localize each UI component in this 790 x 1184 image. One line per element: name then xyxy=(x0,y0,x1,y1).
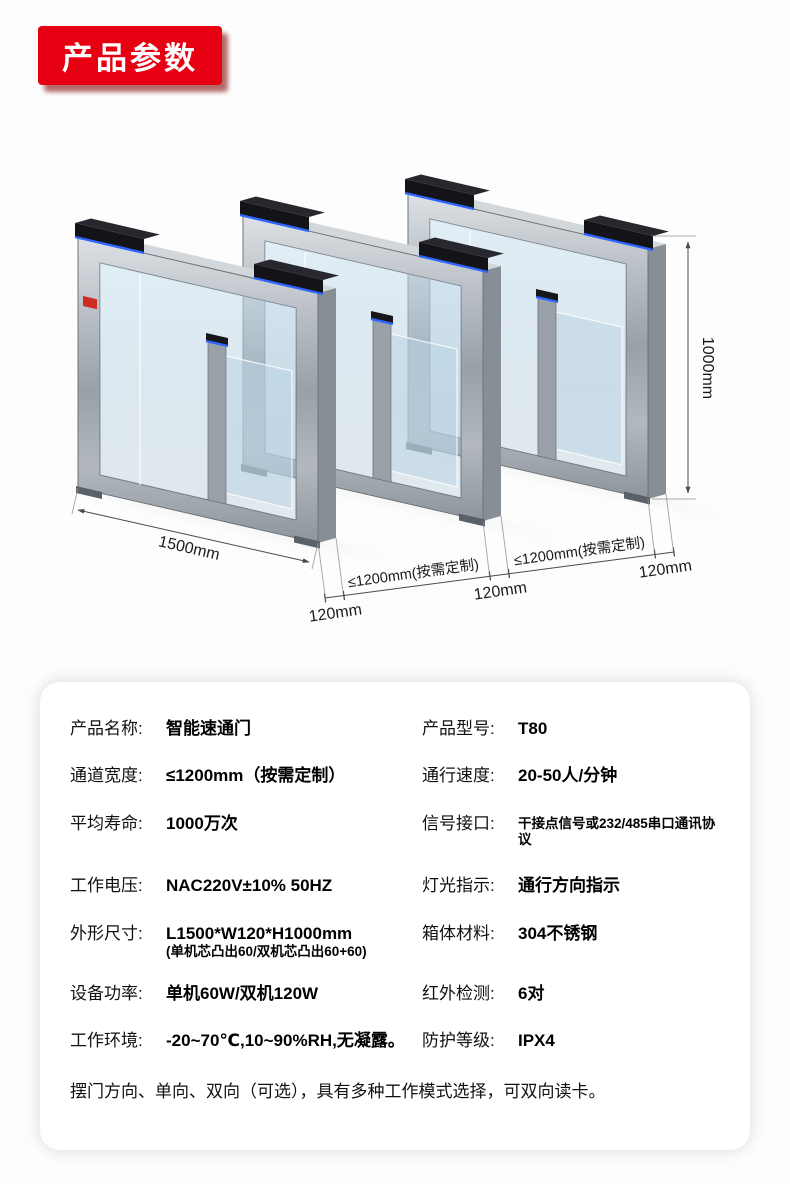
spec-value: 干接点信号或232/485串口通讯协议 xyxy=(518,815,716,848)
cabinet3-dim-label: 120mm xyxy=(638,557,693,581)
lane2-dim-label: ≤1200mm(按需定制) xyxy=(513,534,646,569)
spec-value: 304不锈钢 xyxy=(518,923,598,943)
spec-value: -20~70℃,10~90%RH,无凝露。 xyxy=(166,1030,405,1050)
spec-value: 单机60W/双机120W xyxy=(166,983,319,1003)
spec-value: 1000万次 xyxy=(166,813,238,833)
spec-row: 平均寿命: 1000万次 信号接口: 干接点信号或232/485串口通讯协议 xyxy=(70,813,722,850)
spec-row: 通道宽度: ≤1200mm（按需定制） 通行速度: 20-50人/分钟 xyxy=(70,765,722,786)
spec-label: 产品名称: xyxy=(70,719,143,738)
spec-value: NAC220V±10% 50HZ xyxy=(166,876,333,896)
spec-row: 外形尺寸: L1500*W120*H1000mm(单机芯凸出60/双机芯凸出60… xyxy=(70,923,722,961)
turnstile-3d-figure: 1000mm 1500mm xyxy=(71,173,790,626)
spec-label: 灯光指示: xyxy=(422,876,495,896)
width-dim-label: 1500mm xyxy=(157,533,221,564)
spec-label: 产品型号: xyxy=(422,719,495,738)
spec-row: 设备功率: 单机60W/双机120W 红外检测: 6对 xyxy=(70,983,722,1004)
gate-array xyxy=(73,173,728,562)
spec-label: 信号接口: xyxy=(422,813,495,833)
spec-value: 6对 xyxy=(518,983,545,1003)
height-dim-label: 1000mm xyxy=(699,337,716,399)
spec-row: 工作环境: -20~70℃,10~90%RH,无凝露。 防护等级: IPX4 xyxy=(70,1030,722,1051)
spec-label: 工作环境: xyxy=(70,1030,143,1050)
spec-row: 工作电压: NAC220V±10% 50HZ 灯光指示: 通行方向指示 xyxy=(70,875,722,896)
spec-label: 通道宽度: xyxy=(70,766,143,786)
spec-label: 工作电压: xyxy=(70,876,143,896)
spec-label: 防护等级: xyxy=(422,1030,495,1050)
spec-value: ≤1200mm（按需定制） xyxy=(166,766,346,786)
cabinet1-dim-label: 120mm xyxy=(308,601,363,625)
cabinet2-dim-label: 120mm xyxy=(473,579,528,603)
spec-value: L1500*W120*H1000mm(单机芯凸出60/双机芯凸出60+60) xyxy=(166,923,367,959)
spec-value: T80 xyxy=(518,719,548,738)
spec-label: 设备功率: xyxy=(70,983,143,1003)
spec-value: IPX4 xyxy=(518,1030,555,1050)
spec-label: 红外检测: xyxy=(422,983,495,1003)
spec-card: 产品名称: 智能速通门 产品型号: T80 通道宽度: ≤1200mm（按需定制… xyxy=(40,682,750,1150)
dimension-height: 1000mm xyxy=(652,235,716,500)
spec-label: 通行速度: xyxy=(422,766,495,786)
spec-label: 箱体材料: xyxy=(422,923,495,943)
product-diagram: 1000mm 1500mm xyxy=(0,150,790,670)
section-title-badge: 产品参数 xyxy=(38,26,222,85)
spec-label: 外形尺寸: xyxy=(70,923,143,943)
gate-front xyxy=(73,217,341,550)
spec-footer-note: 摆门方向、单向、双向（可选），具有多种工作模式选择，可双向读卡。 xyxy=(70,1082,606,1102)
spec-value: 通行方向指示 xyxy=(518,876,620,896)
spec-label: 平均寿命: xyxy=(70,813,143,833)
spec-row: 产品名称: 智能速通门 产品型号: T80 xyxy=(70,718,722,739)
spec-value: 20-50人/分钟 xyxy=(518,766,618,786)
spec-value-note: (单机芯凸出60/双机芯凸出60+60) xyxy=(166,943,367,959)
spec-value: 智能速通门 xyxy=(166,719,251,738)
